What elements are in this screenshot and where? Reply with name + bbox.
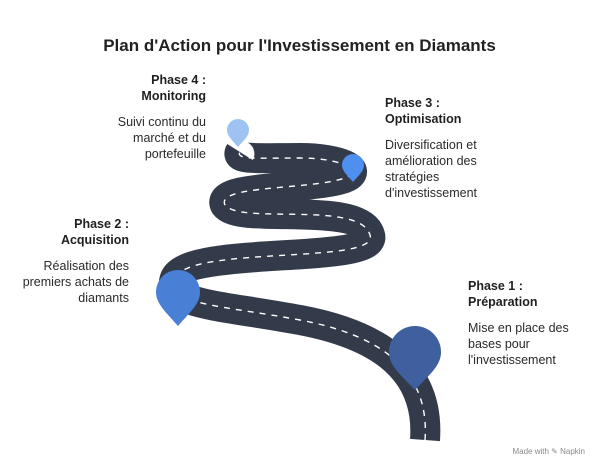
- phase-1-block: Phase 1 : Préparation Mise en place des …: [468, 278, 593, 368]
- phase-2-title: Phase 2 : Acquisition: [60, 217, 129, 247]
- page-title: Plan d'Action pour l'Investissement en D…: [103, 36, 496, 55]
- pin-phase-3: [342, 154, 364, 182]
- pin-phase-2: [156, 270, 200, 326]
- phase-1-title: Phase 1 : Préparation: [468, 279, 538, 309]
- pin-phase-4: [227, 119, 249, 147]
- phase-3-description: Diversification et amélioration des stra…: [385, 138, 478, 200]
- phase-1-description: Mise en place des bases pour l'investiss…: [468, 321, 569, 367]
- phase-2-block: Phase 2 : Acquisition Réalisation des pr…: [20, 216, 129, 306]
- phase-2-description: Réalisation des premiers achats de diama…: [22, 259, 129, 305]
- phase-4-block: Phase 4 : Monitoring Suivi continu du ma…: [100, 72, 206, 162]
- phase-3-block: Phase 3 : Optimisation Diversification e…: [385, 95, 535, 201]
- phase-3-title: Phase 3 : Optimisation: [385, 96, 462, 126]
- phase-4-description: Suivi continu du marché et du portefeuil…: [117, 115, 206, 161]
- napkin-footer: Made with ✎ Napkin: [512, 447, 585, 456]
- phase-4-title: Phase 4 : Monitoring: [141, 73, 206, 103]
- pin-phase-1: [389, 326, 441, 390]
